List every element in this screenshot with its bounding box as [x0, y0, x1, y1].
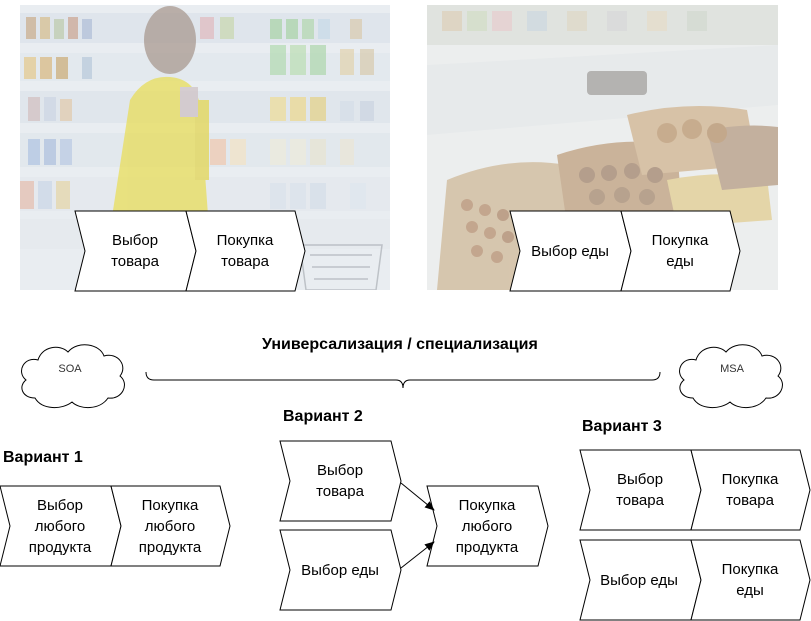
cloud-msa-shape: [679, 344, 783, 408]
chevron-photo2-buy: [620, 210, 741, 292]
chevron-v3-food-buy: [690, 539, 811, 621]
chevron-v3-goods-buy: [690, 449, 811, 531]
scale-label: Универсализация / специализация: [262, 336, 538, 353]
arrow-goods-to-buy: [400, 482, 435, 511]
variant2-title: Вариант 2: [283, 408, 363, 425]
chevron-v2-goods: [279, 440, 402, 522]
photo1-step-buy: Покупка товара: [216, 232, 274, 270]
cloud-soa-label: SOA: [58, 363, 82, 375]
variant3-title: Вариант 3: [582, 418, 662, 435]
variant1-title: Вариант 1: [3, 449, 83, 466]
v3-step-food-buy: Покупка еды: [721, 561, 779, 599]
chevron-v1-buy: [110, 485, 231, 567]
photo1-step-choose: Выбор товара: [111, 232, 159, 270]
v2-step-choose-goods: Выбор товара: [316, 462, 364, 500]
chevron-photo1-buy: [185, 210, 306, 292]
photo2-step-choose: Выбор еды: [531, 242, 609, 260]
v3-step-food-choose: Выбор еды: [600, 571, 678, 589]
cloud-msa-label: MSA: [720, 363, 744, 375]
chevron-v2-buy: [426, 485, 549, 567]
v3-step-goods-buy: Покупка товара: [721, 471, 779, 509]
cloud-soa-shape: [21, 344, 125, 408]
supermarket-photo: [20, 5, 390, 290]
photo2-step-buy: Покупка еды: [651, 232, 709, 270]
v2-step-choose-food: Выбор еды: [301, 561, 379, 579]
scale-brace: [145, 371, 661, 389]
chevron-v2-food: [279, 529, 402, 611]
v2-step-buy: Покупка любого продукта: [455, 496, 519, 556]
arrow-food-to-buy: [400, 541, 435, 569]
v1-step-buy: Покупка любого продукта: [138, 496, 202, 556]
v1-step-choose: Выбор любого продукта: [28, 496, 92, 556]
v3-step-goods-choose: Выбор товара: [616, 471, 664, 509]
